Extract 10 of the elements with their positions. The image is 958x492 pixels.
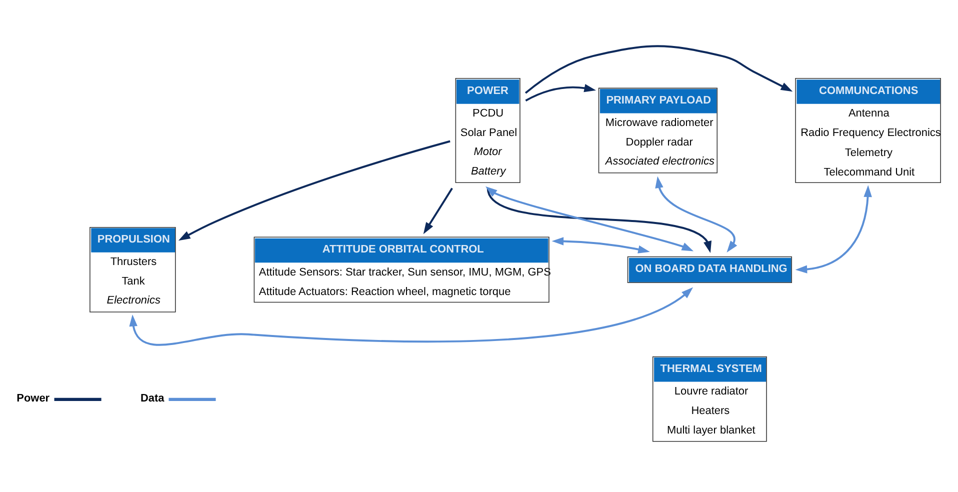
legend-label: Power bbox=[16, 392, 50, 404]
arrow bbox=[655, 176, 738, 252]
arrow bbox=[795, 184, 872, 273]
arrow bbox=[524, 44, 793, 94]
arrow bbox=[552, 236, 650, 253]
arrow bbox=[525, 84, 596, 101]
legend-label: Data bbox=[140, 392, 164, 404]
arrow bbox=[423, 187, 453, 234]
arrow bbox=[129, 286, 694, 346]
arrow bbox=[178, 140, 450, 240]
